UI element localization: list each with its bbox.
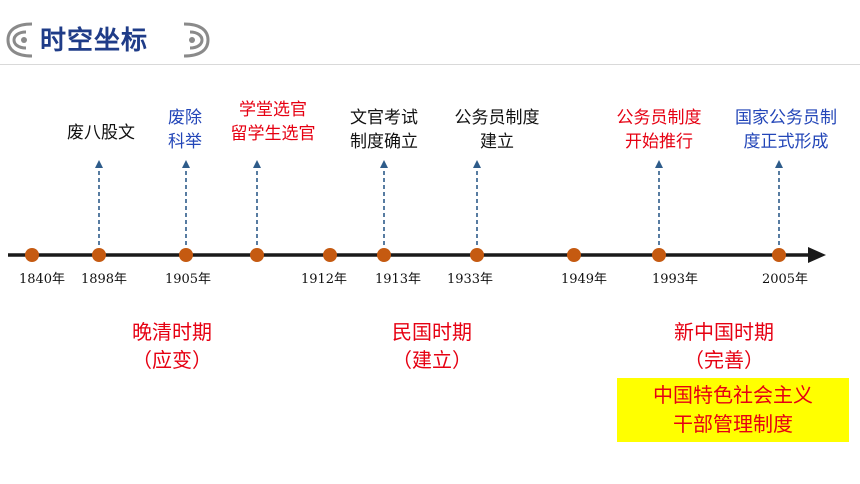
period-name: 新中国时期: [674, 320, 774, 344]
period-note: （应变）: [132, 348, 212, 372]
arrow-up-icon: [95, 160, 103, 168]
event-line: 废除: [168, 108, 202, 128]
event-wenguan-kaoshi: 文官考试 制度确立: [334, 106, 434, 154]
arrow-up-icon: [380, 160, 388, 168]
event-line: 国家公务员制: [735, 108, 837, 128]
left-ornament-icon: [6, 22, 33, 58]
section-header: 时空坐标: [0, 14, 220, 60]
event-line: 公务员制度: [616, 108, 702, 128]
event-line: 学堂选官: [239, 100, 307, 120]
period-note: （建立）: [392, 348, 472, 372]
period-note: （完善）: [684, 348, 764, 372]
event-gongwuyuan-jianli: 公务员制度 建立: [436, 106, 558, 154]
timeline-dot: [25, 248, 39, 262]
year-label: 1993年: [651, 272, 699, 287]
event-line: 公务员制度: [454, 108, 540, 128]
arrow-up-icon: [775, 160, 783, 168]
timeline-dot: [772, 248, 786, 262]
period-republic: 民国时期 （建立）: [372, 318, 492, 374]
year-label: 1840年: [18, 272, 66, 287]
highlight-box: 中国特色社会主义 干部管理制度: [617, 378, 849, 442]
arrow-up-icon: [655, 160, 663, 168]
highlight-line: 中国特色社会主义: [653, 383, 813, 407]
header-divider: [0, 64, 860, 65]
year-label: 1913年: [374, 272, 422, 287]
arrow-up-icon: [253, 160, 261, 168]
timeline-dot: [92, 248, 106, 262]
event-line: 开始推行: [625, 132, 693, 152]
event-line: 留学生选官: [230, 124, 316, 144]
event-fei-keju: 废除 科举: [152, 106, 218, 154]
event-xuetang-xuanguan: 学堂选官 留学生选官: [210, 98, 336, 146]
event-gongwuyuan-xingcheng: 国家公务员制 度正式形成: [716, 106, 856, 154]
timeline-dot: [250, 248, 264, 262]
timeline-dot: [377, 248, 391, 262]
axis-arrow-icon: [808, 247, 826, 263]
event-line: 废八股文: [67, 123, 135, 143]
year-label: 1912年: [300, 272, 348, 287]
event-fei-bagu: 废八股文: [58, 121, 144, 145]
period-name: 民国时期: [392, 320, 472, 344]
timeline-dot: [470, 248, 484, 262]
event-line: 建立: [480, 132, 514, 152]
event-line: 文官考试: [350, 108, 418, 128]
timeline-dot: [323, 248, 337, 262]
period-late-qing: 晚清时期 （应变）: [112, 318, 232, 374]
right-ornament-icon: [183, 22, 210, 58]
arrow-up-icon: [182, 160, 190, 168]
year-label: 1898年: [80, 272, 128, 287]
year-label: 2005年: [761, 272, 809, 287]
year-label: 1905年: [164, 272, 212, 287]
arrow-up-icon: [473, 160, 481, 168]
event-gongwuyuan-tuixing: 公务员制度 开始推行: [598, 106, 720, 154]
event-line: 制度确立: [350, 132, 418, 152]
period-new-china: 新中国时期 （完善）: [654, 318, 794, 374]
page-title: 时空坐标: [40, 26, 149, 56]
event-line: 科举: [168, 132, 202, 152]
highlight-line: 干部管理制度: [673, 412, 793, 436]
timeline-dot: [652, 248, 666, 262]
period-name: 晚清时期: [132, 320, 212, 344]
timeline-dot: [179, 248, 193, 262]
event-line: 度正式形成: [743, 132, 829, 152]
year-label: 1949年: [560, 272, 608, 287]
year-label: 1933年: [446, 272, 494, 287]
timeline-dot: [567, 248, 581, 262]
